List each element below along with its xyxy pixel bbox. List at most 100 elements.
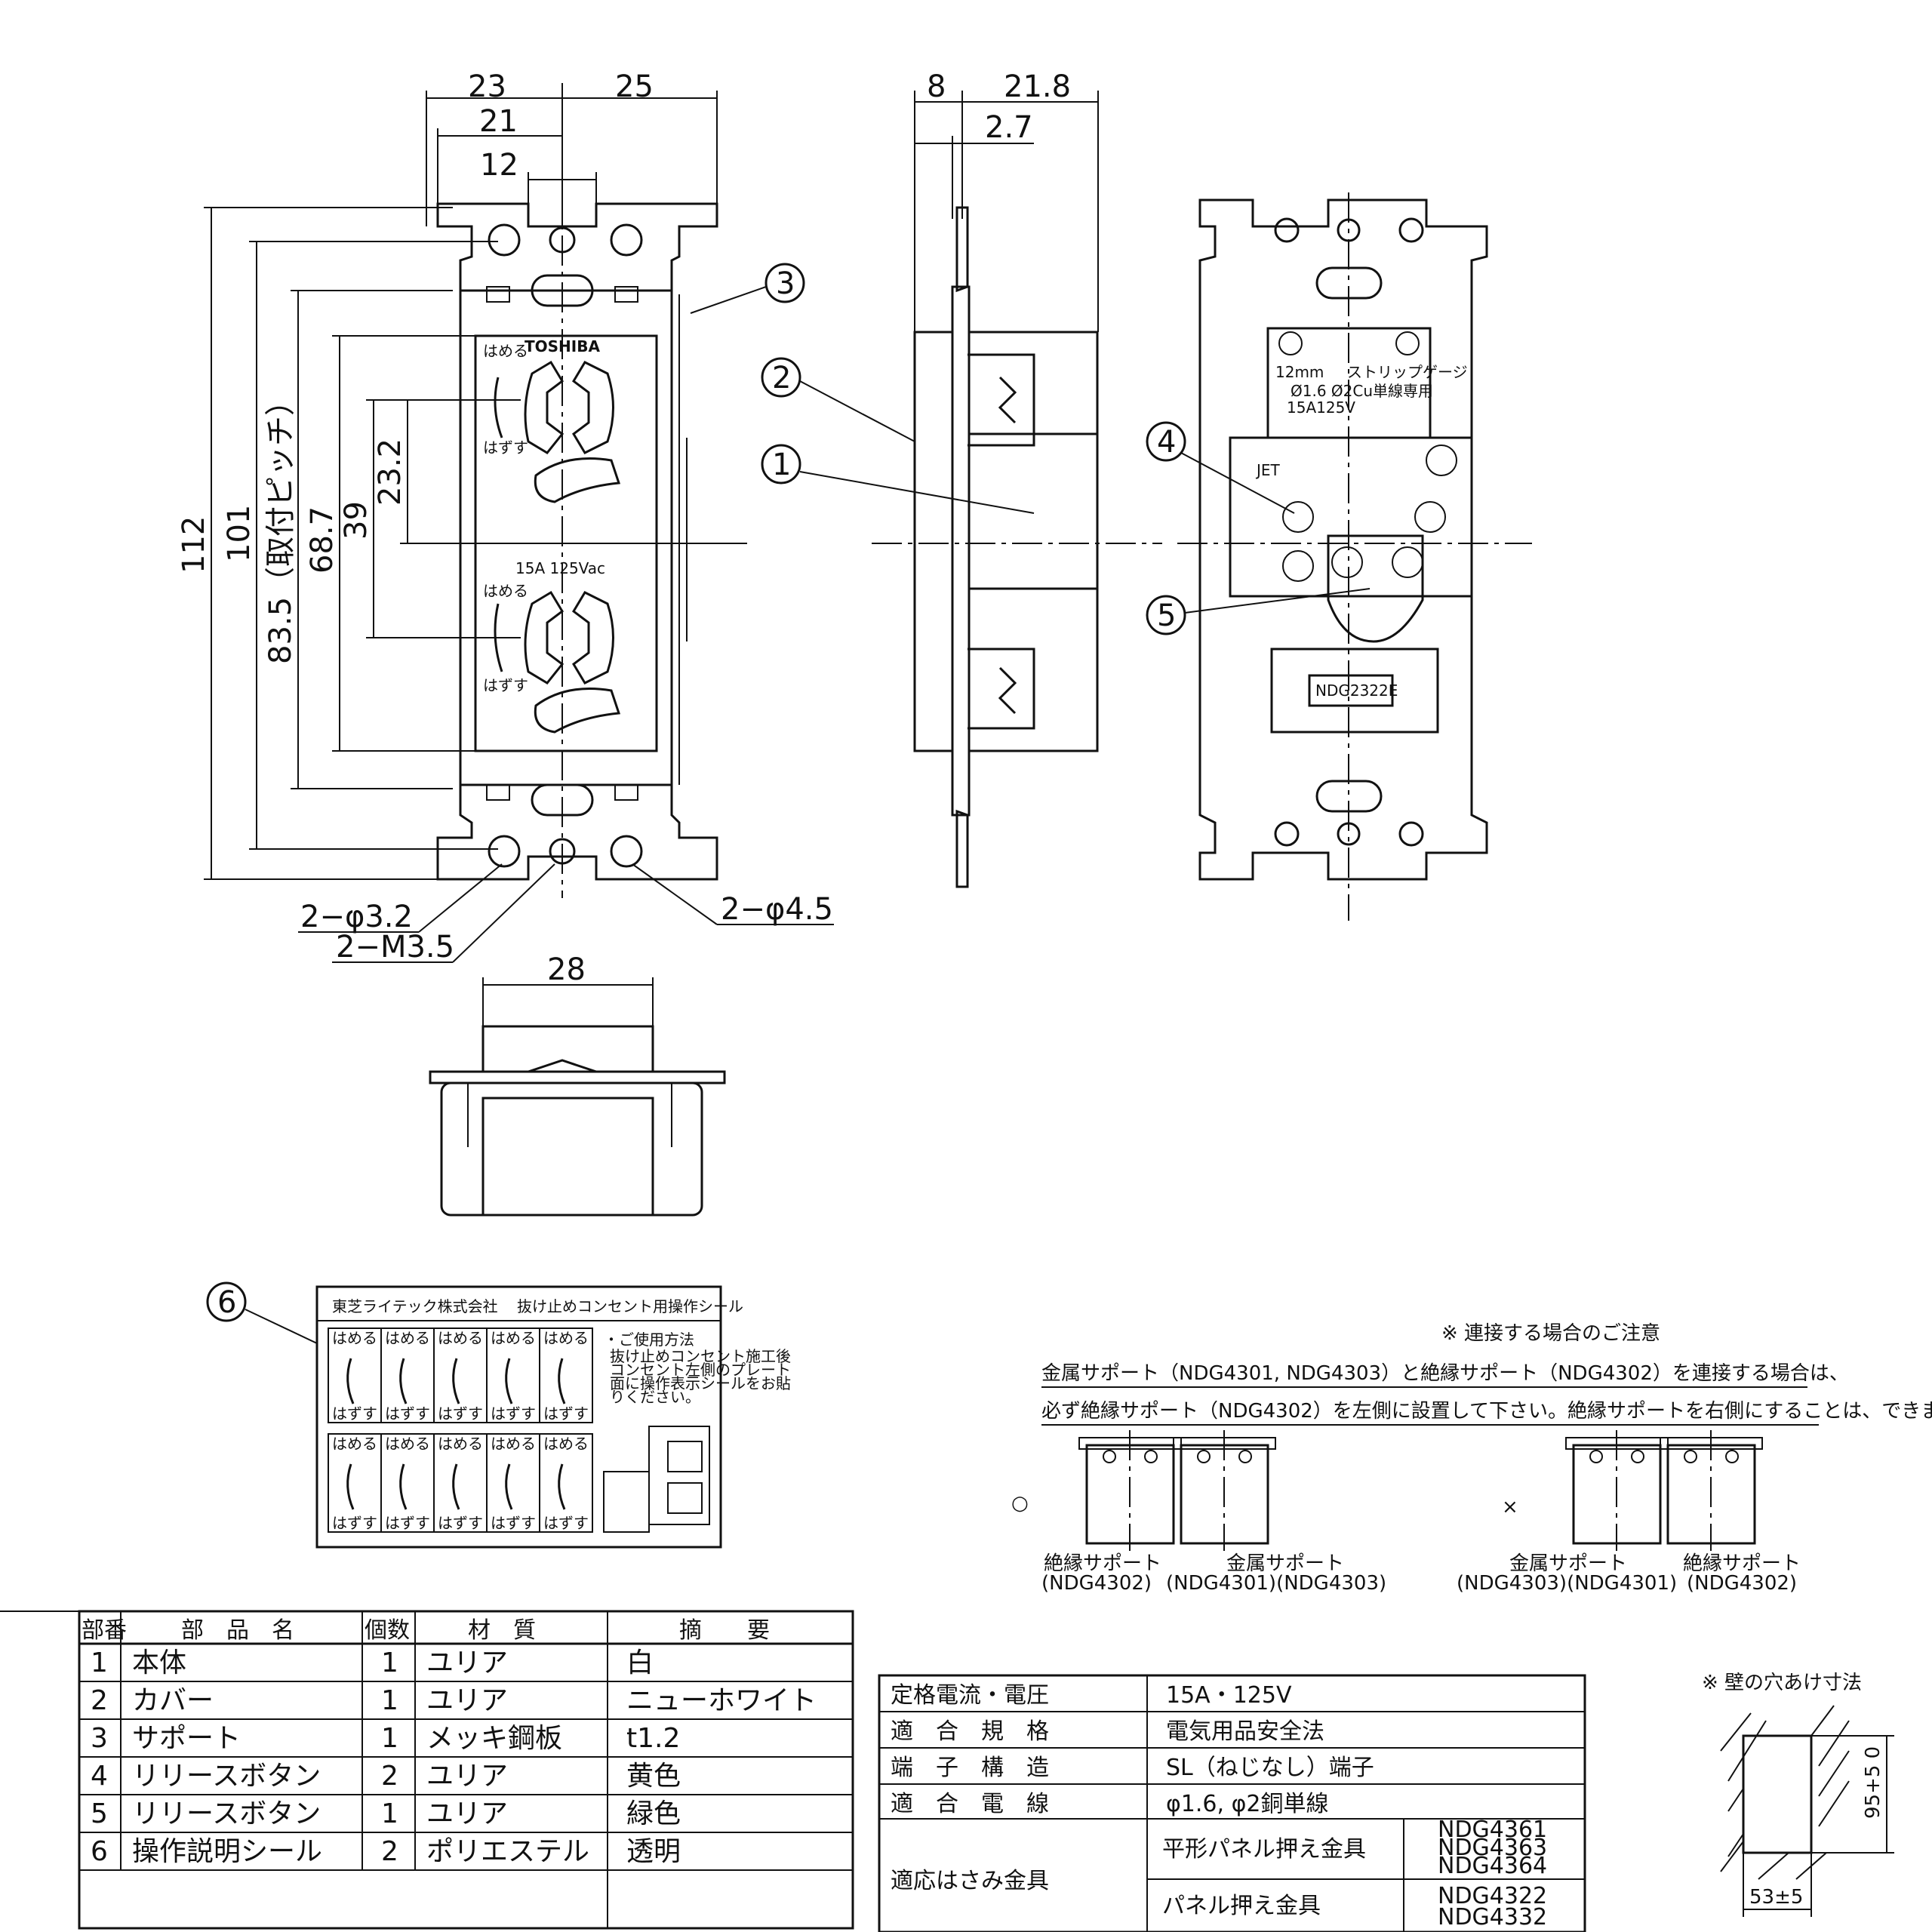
callout-5: 5	[1146, 588, 1371, 635]
clamp-code-1: NDG4361	[1438, 1817, 1547, 1843]
parts-cell: リリースボタン	[132, 1798, 321, 1829]
dim-screw-m3-5: 2−M3.5	[336, 930, 454, 964]
parts-cell: 5	[91, 1798, 108, 1829]
dim-28: 28	[547, 952, 586, 987]
dim-23-2: 23.2	[373, 438, 408, 506]
parts-cell: ポリエステル	[426, 1836, 589, 1867]
seal-remove-8: はずす	[438, 1514, 483, 1532]
remove-label-top: はずす	[483, 438, 528, 457]
seal-usage-1: 抜け止めコンセント施工後	[610, 1347, 791, 1365]
spec-table: 適応はさみ金具 平形パネル押え金具 パネル押え金具 NDG4361 NDG436…	[878, 1674, 1586, 1932]
svg-text:6: 6	[217, 1285, 236, 1320]
dim-12: 12	[480, 148, 518, 183]
clamp-code-2: NDG4363	[1438, 1835, 1547, 1861]
connection-title: ※ 連接する場合のご注意	[1441, 1322, 1660, 1345]
parts-cell: 1	[381, 1723, 398, 1754]
parts-table: 部番 部 品 名 個数 材 質 摘 要	[0, 1610, 854, 1930]
seal-insert-7: はめる	[385, 1435, 430, 1453]
seal-insert-10: はめる	[543, 1435, 589, 1453]
side-view: 8 21.8 2.7	[872, 69, 1162, 888]
clamp-code-5: NDG4332	[1438, 1904, 1547, 1930]
seal-remove-10: はずす	[543, 1514, 589, 1532]
parts-cell: 4	[91, 1761, 108, 1792]
parts-cell: ニューホワイト	[626, 1685, 817, 1716]
clamp-code-4: NDG4322	[1438, 1883, 1547, 1909]
seal-usage-title: ・ご使用方法	[604, 1331, 694, 1349]
back-rating: 15A125V	[1287, 398, 1355, 417]
seal-insert-5: はめる	[543, 1329, 589, 1347]
seal-grid	[328, 1327, 593, 1533]
dim-hole-3-2: 2−φ3.2	[300, 900, 413, 934]
seal-insert-8: はめる	[438, 1435, 483, 1453]
dim-21: 21	[479, 104, 518, 139]
seal-insert-3: はめる	[438, 1329, 483, 1347]
wire-spec: Ø1.6 Ø2Cu単線専用	[1291, 382, 1433, 400]
seal-insert-2: はめる	[385, 1329, 430, 1347]
ok-right-code: (NDG4301)(NDG4303)	[1166, 1572, 1386, 1595]
parts-cell: 1	[91, 1647, 108, 1678]
model-label: NDG2322E	[1315, 681, 1398, 700]
strip-gauge-label: ストリップゲージ	[1347, 363, 1468, 381]
parts-cell: 3	[91, 1723, 108, 1754]
parts-cell: 6	[91, 1836, 108, 1867]
callout-3: 3	[690, 263, 805, 314]
seal-usage-2: コンセント左側のプレート	[610, 1361, 791, 1379]
svg-text:2: 2	[772, 361, 791, 395]
wall-hole: ※ 壁の穴あけ寸法 95+5 0 53±5	[1702, 1672, 1894, 1917]
dim-hole-4-5: 2−φ4.5	[721, 892, 833, 927]
parts-cell: サポート	[132, 1723, 241, 1754]
parts-cell: 透明	[626, 1836, 681, 1867]
spec-label: 端 子 構 造	[891, 1755, 1049, 1781]
connection-line1: 金属サポート（NDG4301, NDG4303）と絶縁サポート（NDG4302）…	[1041, 1362, 1849, 1385]
seal-remove-4: はずす	[491, 1404, 536, 1423]
dim-23: 23	[468, 69, 506, 104]
parts-cell: 2	[381, 1836, 398, 1867]
parts-cell: 白	[626, 1647, 654, 1678]
parts-cell: 1	[381, 1647, 398, 1678]
parts-header-remarks: 摘 要	[679, 1617, 770, 1644]
front-view: 23 25 21 12 112 101 83.5（取付ピッチ） 68.7 39 …	[177, 69, 834, 964]
spec-value: 15A・125V	[1166, 1682, 1292, 1709]
parts-cell: 緑色	[626, 1798, 681, 1829]
ok-right-name: 金属サポート	[1226, 1552, 1344, 1575]
seal-remove-6: はずす	[332, 1514, 377, 1532]
ok-left-code: (NDG4302)	[1041, 1572, 1152, 1595]
dim-83-5: 83.5（取付ピッチ）	[263, 386, 298, 664]
spec-label: 適 合 電 線	[891, 1791, 1049, 1817]
parts-header-qty: 個数	[365, 1617, 410, 1644]
parts-header-no: 部番	[82, 1617, 127, 1644]
dim-2-7: 2.7	[985, 110, 1033, 145]
ok-mark: ○	[1011, 1492, 1029, 1515]
seal-insert-1: はめる	[332, 1329, 377, 1347]
seal-remove-2: はずす	[385, 1404, 430, 1423]
seal-remove-3: はずす	[438, 1404, 483, 1423]
seal-remove-5: はずす	[543, 1404, 589, 1423]
parts-cell: ユリア	[426, 1761, 508, 1792]
clamp-code-3: NDG4364	[1438, 1853, 1547, 1879]
seal-usage-3: 面に操作表示シールをお貼	[610, 1374, 791, 1392]
spec-value: φ1.6, φ2銅単線	[1166, 1791, 1328, 1817]
seal-title: 抜け止めコンセント用操作シール	[517, 1297, 743, 1315]
ng-right-code: (NDG4302)	[1687, 1572, 1797, 1595]
rating-label: 15A 125Vac	[515, 559, 605, 577]
connection-line2: 必ず絶縁サポート（NDG4302）を左側に設置して下さい。絶縁サポートを右側にす…	[1041, 1400, 1932, 1423]
svg-text:3: 3	[776, 266, 795, 301]
svg-text:4: 4	[1157, 425, 1176, 460]
insert-label-bottom: はめる	[483, 582, 528, 600]
parts-cell: 1	[381, 1798, 398, 1829]
parts-cell: 1	[381, 1685, 398, 1716]
parts-header-material: 材 質	[468, 1617, 536, 1644]
wall-hole-height: 95+5 0	[1862, 1746, 1884, 1819]
dim-25: 25	[615, 69, 654, 104]
wall-hole-width: 53±5	[1749, 1886, 1803, 1909]
callout-1: 1	[761, 444, 1035, 514]
seal-insert-6: はめる	[332, 1435, 377, 1453]
svg-text:1: 1	[772, 448, 791, 482]
spec-clamp-label: 適応はさみ金具	[891, 1868, 1049, 1894]
parts-cell: ユリア	[426, 1798, 508, 1829]
operation-seal: 東芝ライテック株式会社 抜け止めコンセント用操作シール はめる はめる	[315, 1285, 791, 1549]
seal-insert-9: はめる	[491, 1435, 536, 1453]
dim-8: 8	[927, 69, 946, 104]
ng-mark: ×	[1502, 1496, 1518, 1518]
